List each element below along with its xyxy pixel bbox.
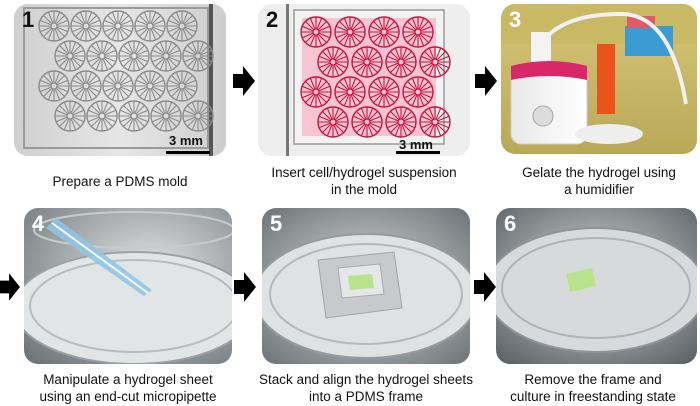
step-2-caption-line-2: in the mold xyxy=(330,182,398,197)
step-2-caption-line-1: Insert cell/hydrogel suspension xyxy=(271,165,457,180)
pdms-mold-illustration xyxy=(14,4,226,156)
step-3-caption-line-2: a humidifier xyxy=(564,182,634,197)
step-1-caption-line-1: Prepare a PDMS mold xyxy=(52,174,188,189)
step-6-caption: Remove the frame and culture in freestan… xyxy=(478,371,700,405)
step-3-caption: Gelate the hydrogel using a humidifier xyxy=(484,164,700,198)
scale-label-1: 3 mm xyxy=(169,133,203,148)
step-4-caption: Manipulate a hydrogel sheet using an end… xyxy=(8,371,248,405)
micropipette-illustration xyxy=(24,208,232,364)
filled-mold-illustration xyxy=(258,4,470,156)
pdms-frame-illustration xyxy=(262,208,470,364)
step-4-number: 4 xyxy=(32,211,45,236)
step-4-caption-line-1: Manipulate a hydrogel sheet xyxy=(43,372,213,387)
arrow-right-icon xyxy=(233,66,255,96)
step-5-caption-line-1: Stack and align the hydrogel sheets xyxy=(259,372,473,387)
step-3-photo: 3 xyxy=(501,4,697,154)
scale-bar-2 xyxy=(396,151,440,154)
step-3-caption-line-1: Gelate the hydrogel using xyxy=(522,165,676,180)
step-1-photo: 1 3 mm xyxy=(14,4,226,156)
step-6-caption-line-2: culture in freestanding state xyxy=(510,389,676,404)
step-1-caption: Prepare a PDMS mold xyxy=(5,173,235,190)
step-2-caption: Insert cell/hydrogel suspension in the m… xyxy=(249,164,479,198)
step-2-photo: 2 3 mm xyxy=(258,4,470,156)
step-3-number: 3 xyxy=(509,7,522,32)
step-5-number: 5 xyxy=(270,211,283,236)
step-4-caption-line-2: using an end-cut micropipette xyxy=(39,389,217,404)
humidifier-illustration xyxy=(501,4,697,154)
step-2-number: 2 xyxy=(266,7,279,32)
scale-label-2: 3 mm xyxy=(399,137,433,152)
step-1-number: 1 xyxy=(22,7,35,32)
arrow-right-icon xyxy=(475,66,497,96)
step-5-photo: 5 xyxy=(262,208,470,364)
step-6-number: 6 xyxy=(504,211,517,236)
step-4-photo: 4 xyxy=(24,208,232,364)
step-6-photo: 6 xyxy=(496,208,697,364)
freestanding-culture-illustration xyxy=(496,208,697,364)
arrow-right-icon xyxy=(474,272,496,302)
step-5-caption-line-2: into a PDMS frame xyxy=(308,389,424,404)
step-5-caption: Stack and align the hydrogel sheets into… xyxy=(236,371,496,405)
arrow-right-icon xyxy=(234,272,256,302)
arrow-right-icon xyxy=(0,273,20,301)
step-6-caption-line-1: Remove the frame and xyxy=(524,372,662,387)
scale-bar-1 xyxy=(166,151,210,154)
